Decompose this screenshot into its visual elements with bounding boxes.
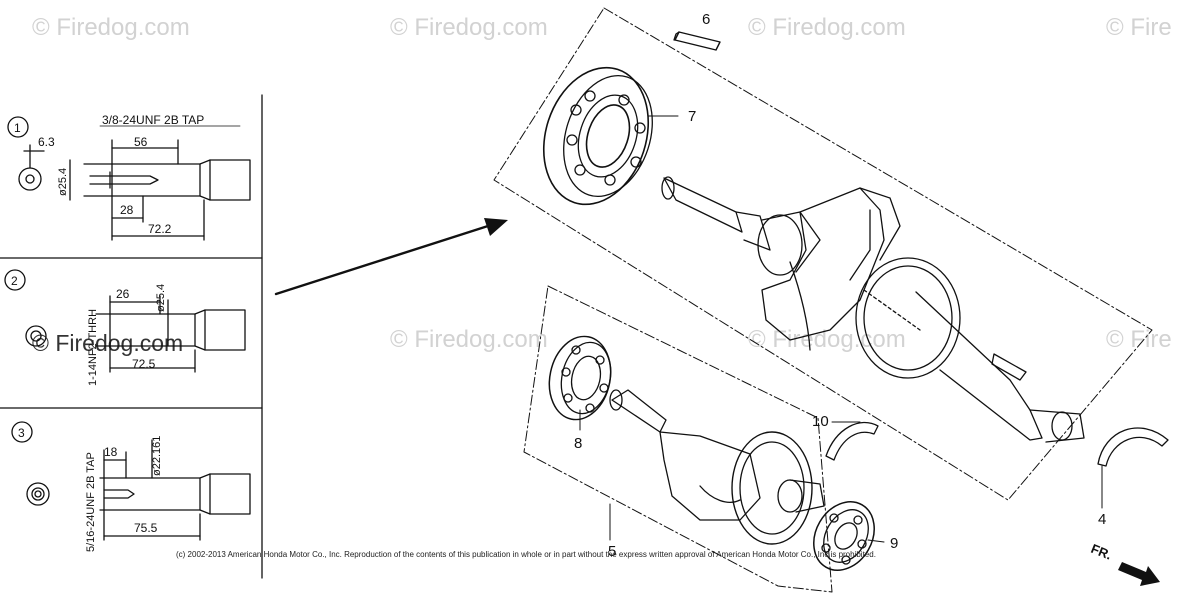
option-1-dim-c: 56 — [134, 135, 148, 149]
callout-5: 5 — [608, 543, 616, 560]
copyright-notice: (c) 2002-2013 American Honda Motor Co., … — [176, 550, 876, 559]
assembly-frame-upper — [493, 7, 1153, 501]
callout-4: 4 — [1098, 511, 1106, 528]
option-2-end-view — [25, 325, 47, 347]
thrust-washer-part-10 — [825, 421, 879, 461]
option-3-dim-b: ø22.161 — [151, 436, 163, 476]
option-3-shaft-profile — [99, 439, 251, 541]
pointer-arrow — [274, 224, 490, 296]
option-3-dim-a: 18 — [104, 445, 118, 459]
option-2-tap-label: 1-14NF2-THRH — [87, 309, 99, 386]
option-2-number-circle — [4, 269, 26, 291]
option-1-dim-b: ø25.4 — [57, 168, 69, 196]
key-part-6 — [674, 31, 721, 51]
watermark: © Firedog.com — [390, 14, 548, 41]
option-1-tap-label: 3/8-24UNF 2B TAP — [102, 113, 204, 127]
option-2-shaft-profile — [95, 295, 246, 373]
option-1-dim-d: 28 — [120, 203, 134, 217]
option-2-number: 2 — [11, 274, 18, 288]
option-3-end-view — [26, 482, 50, 506]
bearing-part-8 — [548, 335, 612, 421]
option-2-dim-b: ø25.4 — [155, 284, 167, 312]
watermark: © Firedog.com — [32, 14, 190, 41]
option-3-dim-c: 75.5 — [134, 521, 158, 535]
bearing-part-9 — [813, 501, 875, 571]
watermark: © Firedog.com — [390, 326, 548, 353]
option-3-number-circle — [11, 421, 33, 443]
callout-8: 8 — [574, 435, 582, 452]
option-1-dim-e: 72.2 — [148, 222, 172, 236]
front-direction-arrow — [1118, 562, 1160, 586]
callout-6: 6 — [702, 11, 710, 28]
option-3-tap-label: 5/16-24UNF 2B TAP — [85, 452, 97, 552]
option-2-dim-a: 26 — [116, 287, 130, 301]
front-label: FR. — [1089, 541, 1114, 563]
crankshaft-upper — [661, 176, 1085, 443]
watermark: © Firedog.com — [748, 14, 906, 41]
watermark: © Fire — [1106, 14, 1172, 41]
bearing-part-7 — [542, 66, 653, 206]
option-1-shaft-profile — [69, 125, 251, 241]
option-3-number: 3 — [18, 426, 25, 440]
watermark: © Firedog.com — [32, 330, 184, 356]
assembly-frame-lower — [523, 285, 833, 593]
option-1-end-view — [18, 167, 42, 191]
callout-7: 7 — [688, 108, 696, 125]
option-2-dim-c: 72.5 — [132, 357, 156, 371]
thrust-washer-part-4 — [1097, 427, 1169, 467]
callout-10: 10 — [812, 413, 829, 430]
option-1-number-circle — [7, 116, 29, 138]
watermark: © Fire — [1106, 326, 1172, 353]
option-1-number: 1 — [14, 121, 21, 135]
callout-9: 9 — [890, 535, 898, 552]
crankshaft-lower — [609, 389, 825, 545]
option-1-dim-a: 6.3 — [38, 135, 55, 149]
